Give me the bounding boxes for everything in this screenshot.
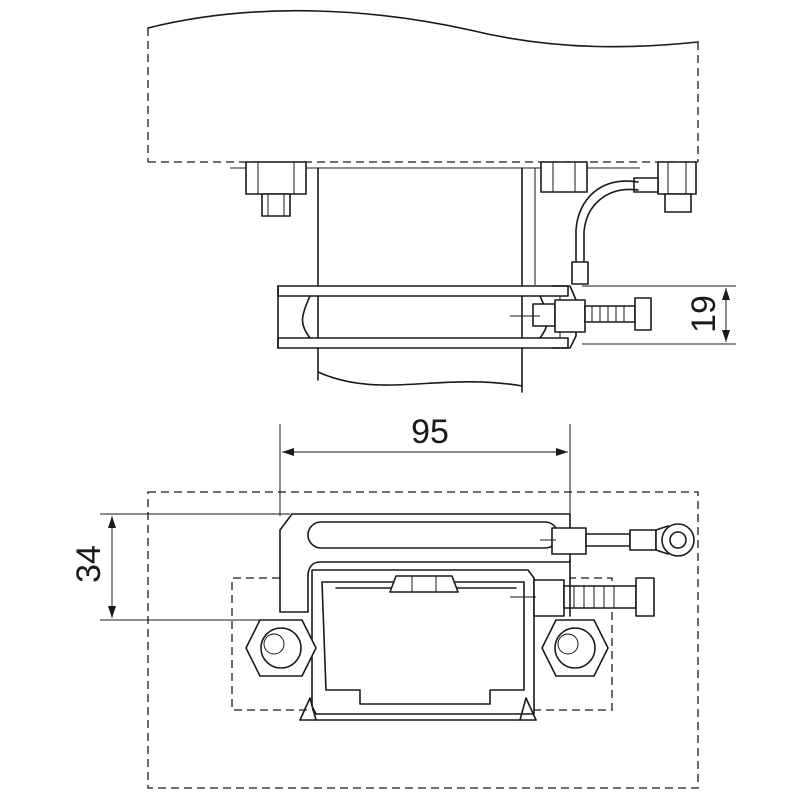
anchor-bolt-left [245,161,307,217]
earthing-lug [540,523,695,557]
dimension-label-19: 19 [685,295,723,333]
earthing-cable [571,180,639,285]
clamp-screw-plan [510,559,655,617]
plan-outline [147,491,699,789]
clamp-screw-side [510,297,652,333]
plan-view: 95 34 [70,413,699,789]
dimension-label-34: 34 [70,545,108,583]
ceiling-slab [147,9,699,163]
clamp-bracket-plan [279,513,571,613]
dimension-95: 95 [279,413,571,516]
dimension-19: 19 [582,285,736,345]
dimension-34: 34 [70,513,290,621]
strut-channel [299,569,537,721]
side-view: 19 [147,9,736,393]
hex-nut-right [541,619,609,677]
dimension-label-95: 95 [411,413,449,451]
pipe-clamp-side [277,285,577,349]
hex-nut-left [245,619,317,677]
anchor-nut-middle [540,161,588,193]
anchor-bolt-right [633,161,697,213]
